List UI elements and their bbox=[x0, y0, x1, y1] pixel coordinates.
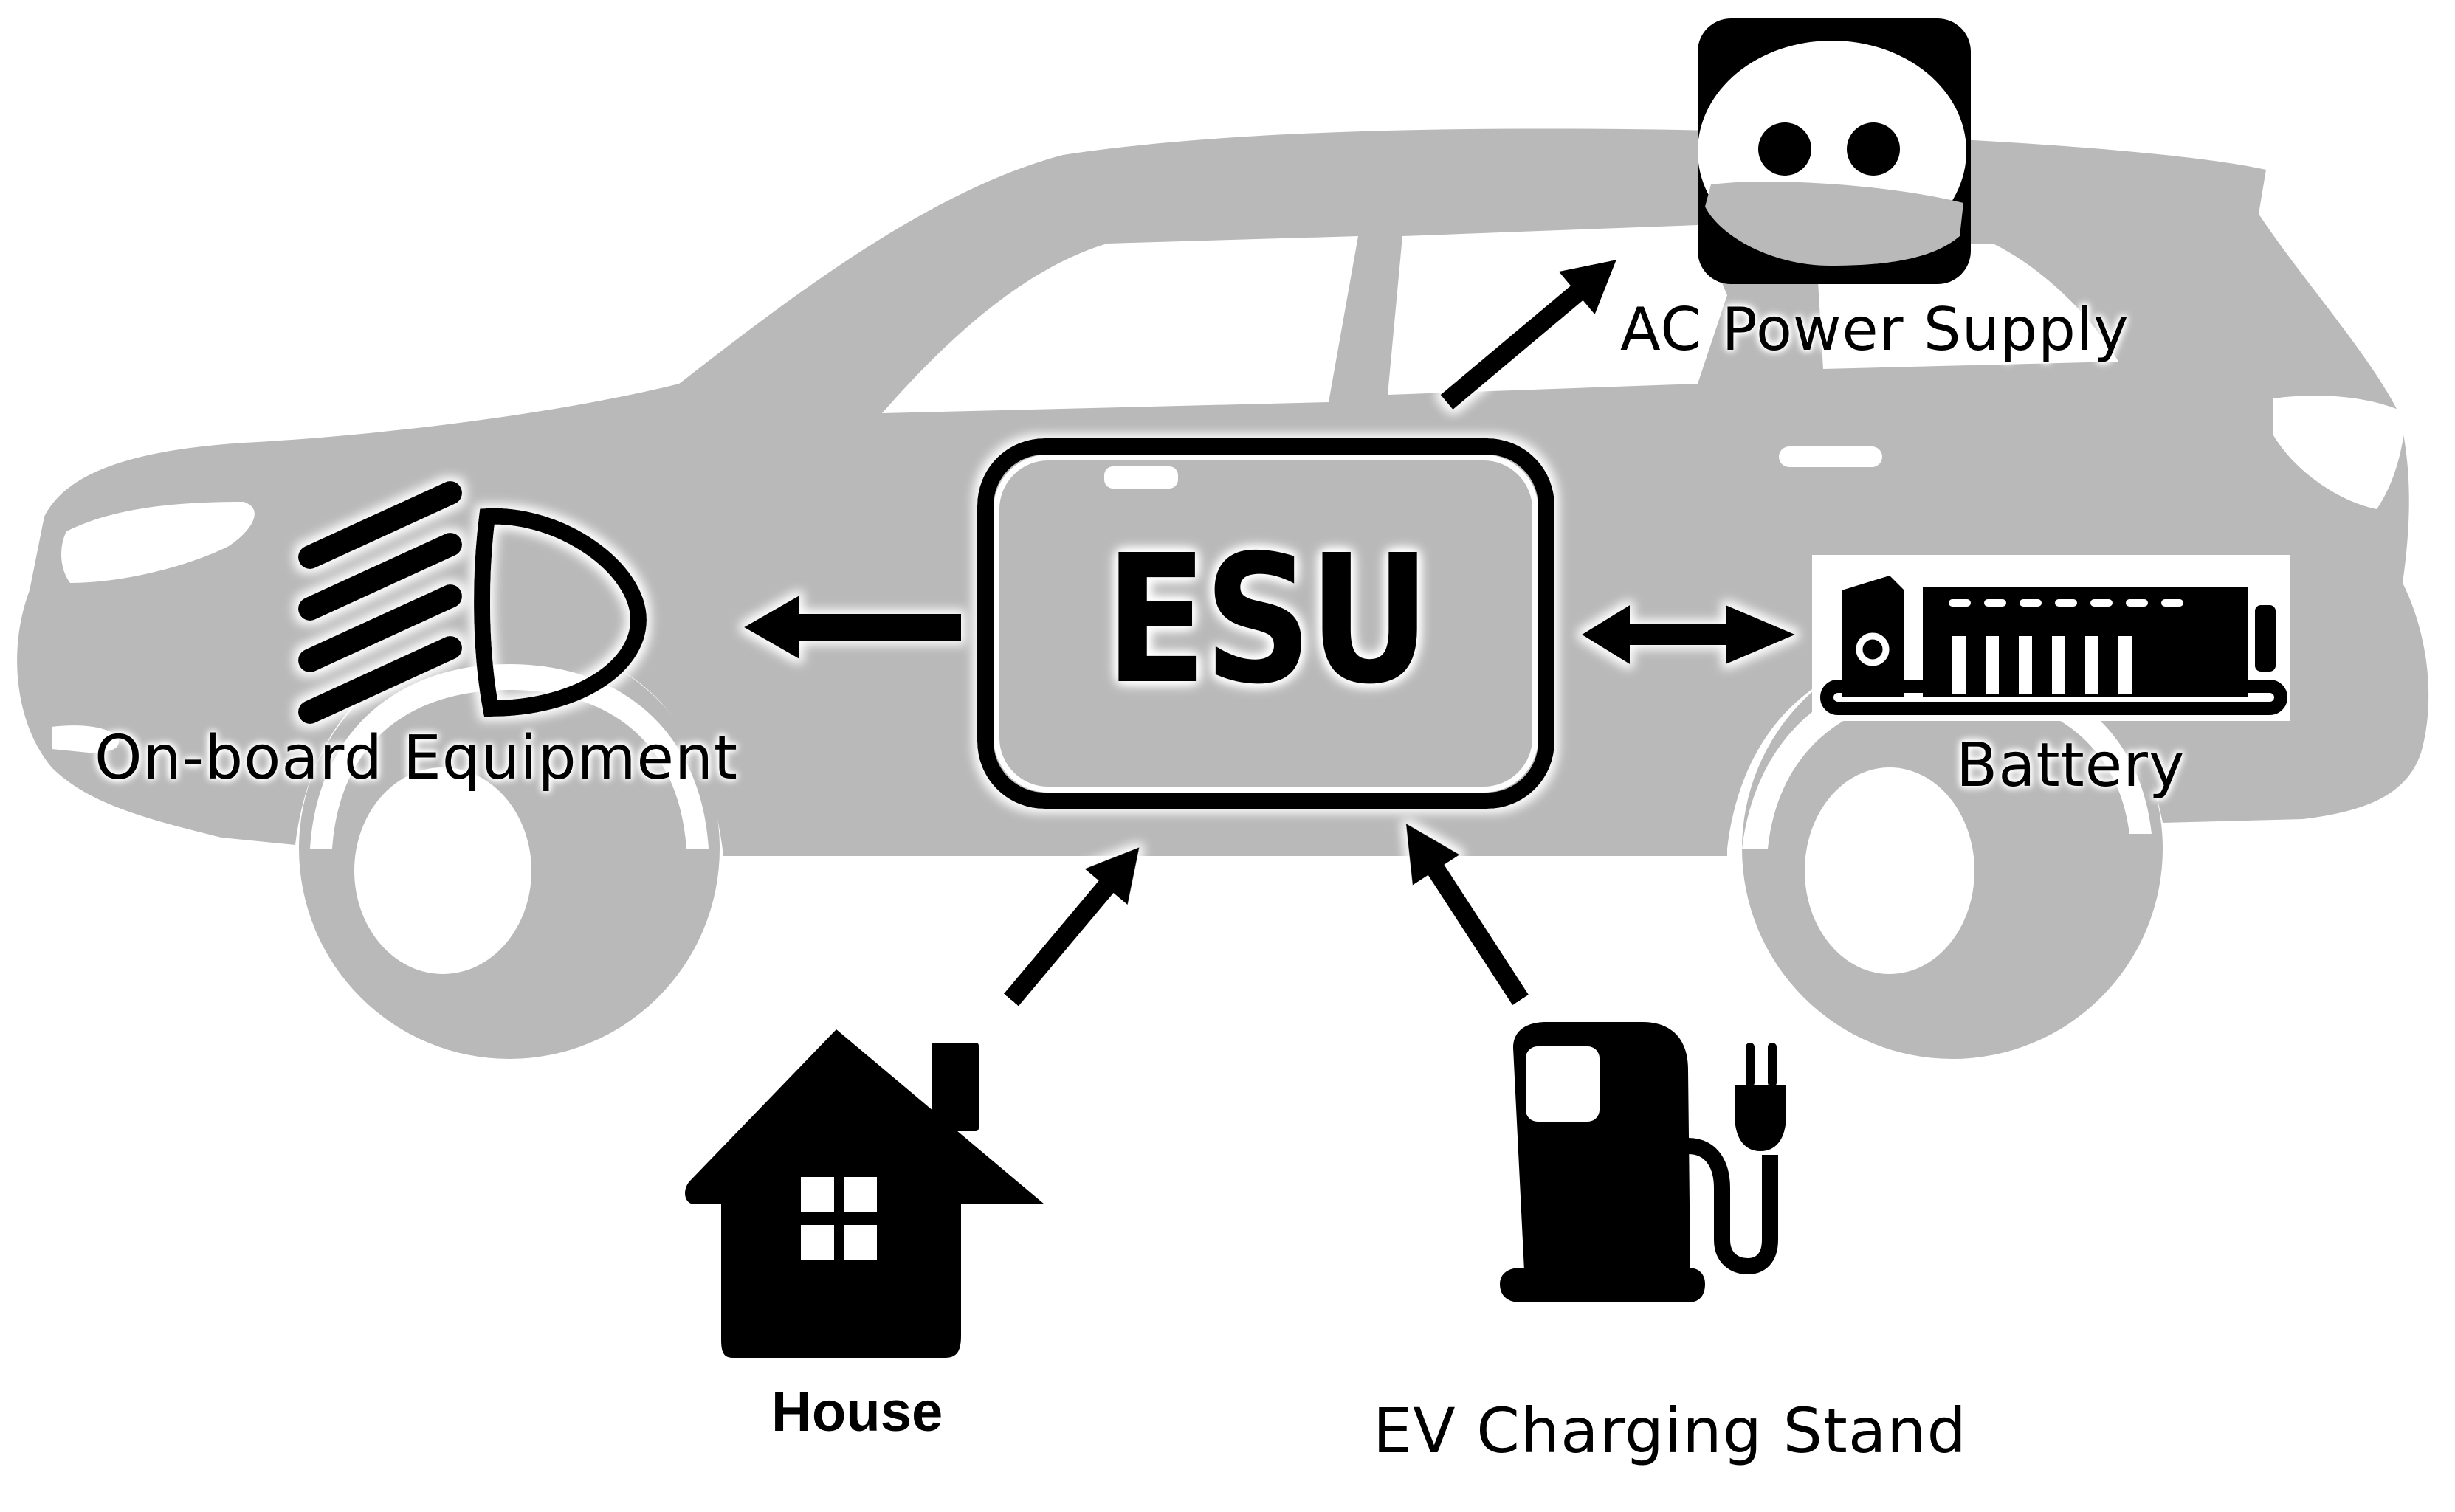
door-handle bbox=[1779, 446, 1882, 467]
battery-label: Battery bbox=[1956, 731, 2186, 801]
headlight-icon bbox=[298, 481, 647, 724]
power-outlet-icon bbox=[1698, 18, 1971, 284]
esu-slot bbox=[1104, 466, 1178, 489]
house-icon bbox=[685, 1029, 1044, 1358]
arrow-ev-to-esu bbox=[1405, 823, 1529, 1006]
esu-frame-inner-highlight bbox=[994, 455, 1538, 793]
arrows bbox=[744, 596, 1795, 664]
ev-charger-icon bbox=[1470, 1022, 1786, 1302]
esu-label: ESU bbox=[1104, 517, 1431, 723]
arrow-esu-to-onboard bbox=[744, 596, 961, 659]
car-headlight bbox=[61, 502, 255, 583]
tail-light bbox=[2273, 396, 2406, 509]
ev-charging-stand-label: EV Charging Stand bbox=[1373, 1395, 1967, 1467]
esu-box[interactable] bbox=[977, 438, 1554, 809]
battery-pack-icon bbox=[1812, 555, 2290, 721]
rear-hub bbox=[1805, 767, 1974, 974]
onboard-equipment-label: On-board Equipment bbox=[94, 723, 739, 793]
house-label: House bbox=[771, 1381, 943, 1443]
front-window bbox=[882, 236, 1358, 413]
front-hub bbox=[354, 767, 531, 974]
esu-frame bbox=[977, 438, 1554, 809]
diagonal-arrows bbox=[1004, 260, 1616, 1007]
ac-power-supply-label: AC Power Supply bbox=[1620, 295, 2129, 364]
arrow-esu-battery-bidirectional bbox=[1582, 605, 1795, 664]
arrow-esu-to-ac bbox=[1440, 260, 1616, 410]
front-arch-gap bbox=[310, 664, 709, 849]
car-fog-light bbox=[52, 725, 119, 753]
arrow-house-to-esu bbox=[1004, 847, 1140, 1007]
